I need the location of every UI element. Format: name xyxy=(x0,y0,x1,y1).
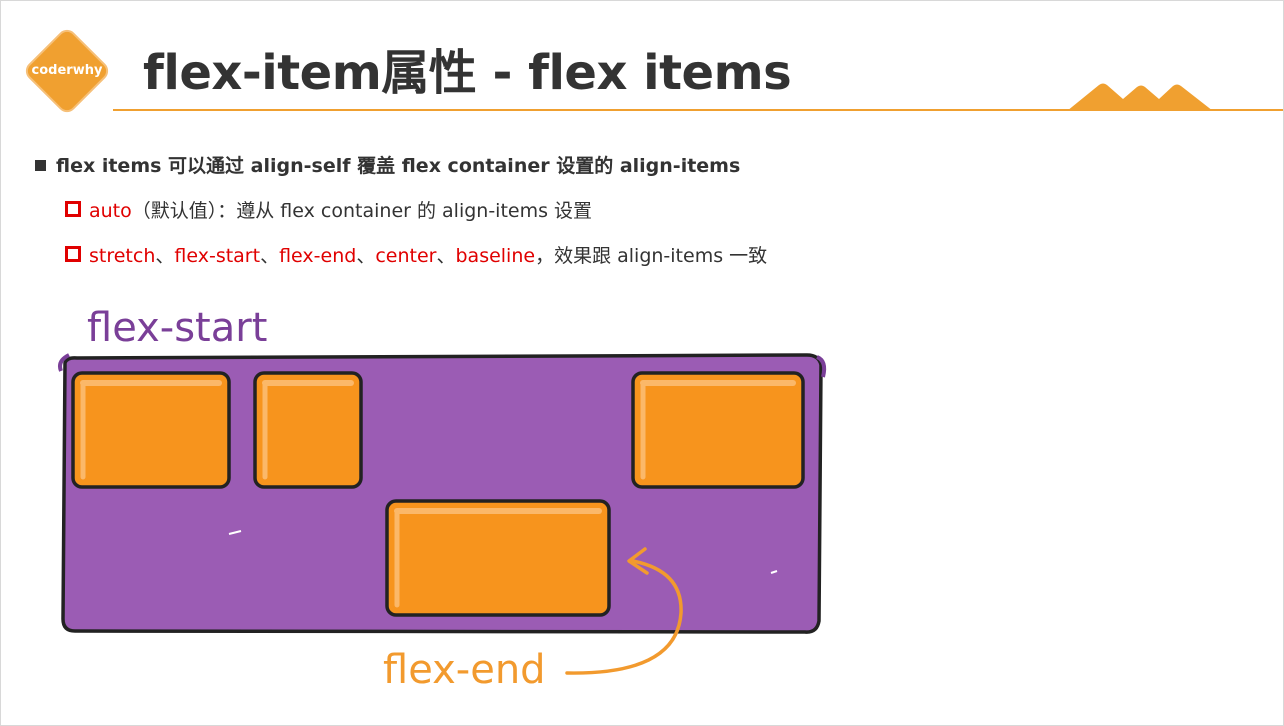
keyword-baseline: baseline xyxy=(455,245,536,267)
keyword-center: center xyxy=(375,245,437,267)
hollow-square-bullet-icon xyxy=(65,201,81,217)
keyword-auto: auto xyxy=(89,200,132,222)
flex-start-label: flex-start xyxy=(87,305,267,351)
curved-arrow-icon xyxy=(565,547,683,675)
flex-end-label: flex-end xyxy=(383,647,546,693)
flex-item-4 xyxy=(631,371,805,489)
separator: 、 xyxy=(356,245,376,267)
sub-bullet-auto-text: （默认值）：遵从 flex container 的 align-items 设置 xyxy=(131,200,593,222)
coderwhy-logo: coderwhy xyxy=(24,28,110,114)
align-self-illustration: flex-start xyxy=(58,305,827,693)
keyword-stretch: stretch xyxy=(89,245,156,267)
main-bullet: flex items 可以通过 align-self 覆盖 flex conta… xyxy=(35,151,740,178)
separator: 、 xyxy=(155,245,175,267)
sub-bullet-auto: auto（默认值）：遵从 flex container 的 align-item… xyxy=(65,196,592,223)
keyword-flex-start: flex-start xyxy=(174,245,261,267)
flex-item-1 xyxy=(71,371,231,489)
hollow-square-bullet-icon xyxy=(65,246,81,262)
page-title: flex-item属性 - flex items xyxy=(143,45,792,101)
sub-bullet-values: stretch、flex-start、flex-end、center、basel… xyxy=(65,241,767,268)
separator: 、 xyxy=(436,245,456,267)
filled-square-bullet-icon xyxy=(35,160,46,171)
keyword-flex-end: flex-end xyxy=(279,245,357,267)
separator: 、 xyxy=(260,245,280,267)
title-underline xyxy=(113,109,1283,111)
logo-text: coderwhy xyxy=(31,63,103,78)
mountains-decoration xyxy=(1067,83,1213,111)
main-bullet-text: flex items 可以通过 align-self 覆盖 flex conta… xyxy=(56,155,741,177)
sub-bullet-values-text: ，效果跟 align-items 一致 xyxy=(535,245,768,267)
flex-item-2 xyxy=(253,371,363,489)
flex-item-3-align-self-flex-end xyxy=(385,499,611,617)
